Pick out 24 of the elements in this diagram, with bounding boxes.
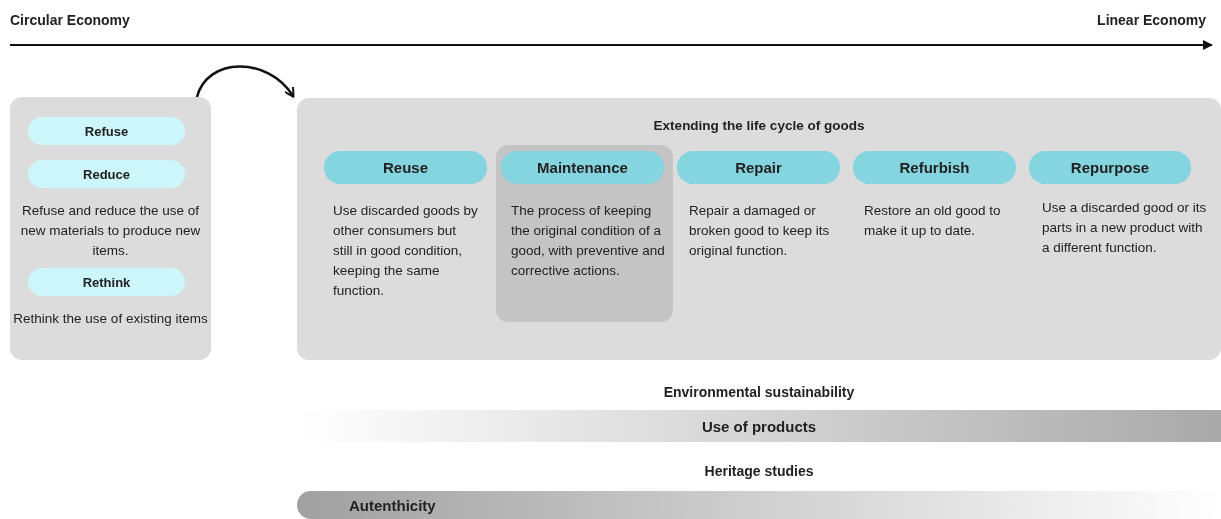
description-text: Restore an old good to make it up to date. bbox=[864, 202, 1002, 240]
curved-arrow bbox=[195, 65, 295, 98]
category-label: Rethink bbox=[28, 268, 185, 296]
panel bbox=[10, 97, 211, 360]
description-text: Rethink the use of existing items bbox=[12, 310, 209, 328]
axis-label: Linear Economy bbox=[1097, 12, 1206, 28]
category-label: Repair bbox=[677, 151, 840, 184]
description-text: The process of keeping the original condition of a good, with preventive and corrective actions. bbox=[511, 202, 666, 280]
axis-label: Circular Economy bbox=[10, 12, 130, 28]
section-heading: Heritage studies bbox=[703, 463, 815, 479]
panel bbox=[496, 145, 673, 322]
description-text: Use a discarded good or its parts in a new product with a different function. bbox=[1042, 199, 1208, 257]
category-label: Reuse bbox=[324, 151, 487, 184]
category-label: Refurbish bbox=[853, 151, 1016, 184]
description-text: Repair a damaged or broken good to keep its original function. bbox=[689, 202, 831, 260]
section-heading: Environmental sustainability bbox=[662, 384, 856, 400]
category-label: Maintenance bbox=[501, 151, 664, 184]
description-text: Refuse and reduce the use of new materials to produce new items. bbox=[19, 202, 202, 260]
category-label: Repurpose bbox=[1029, 151, 1191, 184]
panel-title: Extending the life cycle of goods bbox=[652, 117, 866, 135]
panel bbox=[297, 98, 1221, 360]
category-label: Reduce bbox=[28, 160, 185, 188]
category-label: Refuse bbox=[28, 117, 185, 145]
description-text: Use discarded goods by other consumers but still in good condition, keeping the same function. bbox=[333, 202, 478, 300]
